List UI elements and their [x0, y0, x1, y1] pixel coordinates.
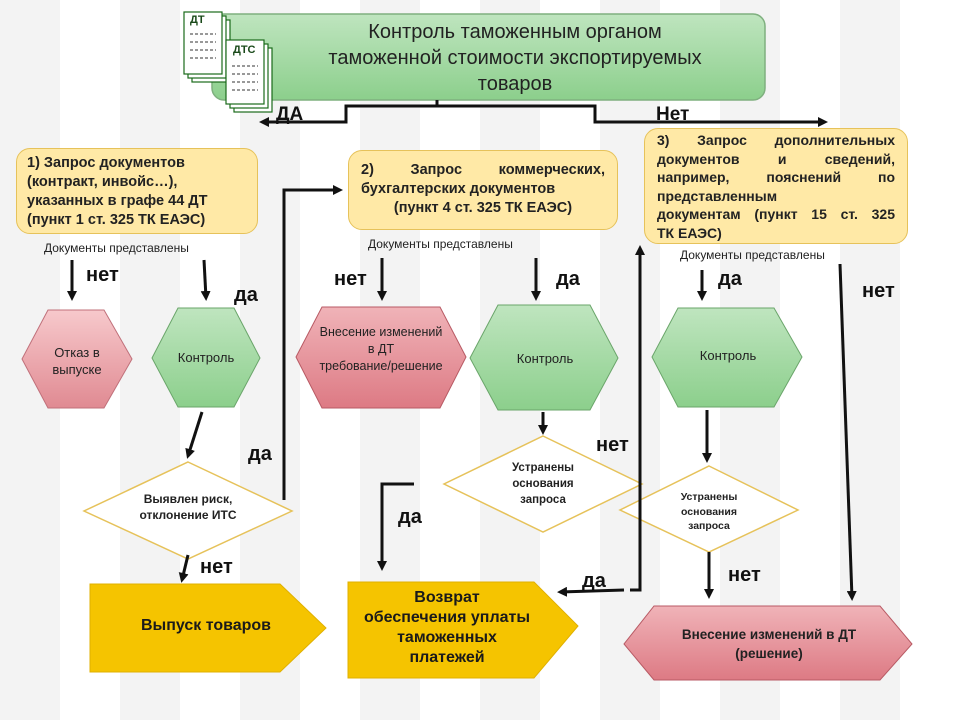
- refund-text: Возврат обеспечения уплаты таможенных пл…: [344, 588, 550, 668]
- branch-yes-label: ДА: [276, 104, 304, 125]
- change-dt-line-2: в ДТ: [367, 342, 395, 356]
- risk-line-2: отклонение ИТС: [139, 508, 237, 522]
- arrow-r1-yes: [200, 259, 211, 301]
- change-final-line-2: (решение): [735, 646, 803, 661]
- arrow-risk-release: [178, 554, 190, 583]
- refuse-line-1: Отказ в: [54, 345, 100, 360]
- refund-line-4: платежей: [409, 649, 485, 666]
- refund-shape: [347, 581, 579, 679]
- elim2-line-3: запроса: [520, 494, 566, 506]
- control-2-text: Контроль: [516, 351, 574, 366]
- eliminated-3-text: Устранены основания запроса: [664, 490, 754, 534]
- branch-yes-connector: [259, 100, 439, 127]
- elim3-line-1: Устранены: [680, 491, 738, 503]
- elim3-line-2: основания: [681, 505, 737, 518]
- edge-label-yes-elim2: да: [398, 506, 422, 528]
- refund-line-3: таможенных: [397, 629, 497, 646]
- r3-line-2: документов и сведений,: [657, 150, 895, 167]
- edge-label-no-elim2: нет: [596, 434, 629, 456]
- branch-no-connector: [437, 104, 828, 127]
- dt-icon-label: ДТ: [190, 14, 205, 26]
- edge-label-no-2: нет: [334, 268, 367, 290]
- edge-label-yes-3: да: [718, 268, 742, 290]
- r1-line-1: 1) Запрос документов: [27, 155, 185, 171]
- r2-line-1: 2) Запрос коммерческих,: [361, 162, 605, 178]
- change-final-line-1: Внесение изменений в ДТ: [681, 627, 857, 642]
- r2-line-3: (пункт 4 ст. 325 ТК ЕАЭС): [393, 200, 573, 216]
- r2-line-2: бухгалтерских документов: [361, 181, 556, 197]
- refuse-release-hexagon: [21, 309, 133, 409]
- document-stack-icon: [183, 11, 273, 113]
- edge-label-yes-risk: да: [248, 443, 272, 465]
- elim3-line-3: запроса: [688, 520, 730, 532]
- control-2-hexagon: [469, 304, 619, 411]
- eliminated-2-text: Устранены основания запроса: [493, 460, 593, 508]
- change-dt-line-1: Внесение изменений: [319, 325, 443, 339]
- arrow-elim2-yes-refund: [377, 482, 414, 571]
- branch-no-label: Нет: [656, 104, 690, 125]
- control-1-text: Контроль: [177, 350, 235, 365]
- r3-line-1: 3) Запрос дополнительных: [657, 132, 895, 148]
- r3-line-4: представленным: [657, 187, 778, 204]
- r3-line-6: ТК ЕАЭС): [657, 224, 722, 241]
- release-goods-shape: [89, 583, 327, 673]
- docs-presented-3: Документы представлены: [680, 248, 825, 262]
- arrow-elim2-no-to-r3: [630, 245, 645, 592]
- arrow-control1-risk: [185, 411, 204, 459]
- elim2-line-2: основания: [512, 478, 574, 490]
- edge-label-no-1: нет: [86, 264, 119, 286]
- refuse-text: Отказ в выпуске: [30, 344, 124, 378]
- request-3-box: 3) Запрос дополнительных документов и св…: [644, 128, 908, 244]
- control-3-hexagon: [651, 307, 803, 408]
- change-final-shape: [623, 605, 913, 681]
- change-dt-hexagon: [295, 306, 467, 409]
- request-1-box: 1) Запрос документов (контракт, инвойс…)…: [16, 148, 258, 234]
- r1-line-3: указанных в графе 44 ДТ: [27, 193, 208, 209]
- change-final-text: Внесение изменений в ДТ (решение): [644, 625, 894, 663]
- change-dt-text: Внесение изменений в ДТ требование/решен…: [298, 324, 464, 375]
- risk-text: Выявлен риск, отклонение ИТС: [118, 491, 258, 523]
- r1-line-4: (пункт 1 ст. 325 ТК ЕАЭС): [27, 212, 206, 228]
- refuse-line-2: выпуске: [52, 362, 102, 377]
- page-title: Контроль таможенным органом таможенной с…: [262, 19, 768, 97]
- r3-line-3: например, пояснений по: [657, 169, 895, 185]
- refund-line-1: Возврат: [414, 589, 480, 606]
- edge-label-no-risk: нет: [200, 556, 233, 578]
- dts-icon-label: ДТС: [233, 44, 256, 56]
- edge-label-yes-1: да: [234, 284, 258, 306]
- edge-label-yes-2: да: [556, 268, 580, 290]
- refund-line-2: обеспечения уплаты: [364, 609, 530, 626]
- control-1-hexagon: [151, 307, 261, 408]
- change-dt-line-3: требование/решение: [319, 359, 443, 373]
- docs-presented-2: Документы представлены: [368, 237, 513, 251]
- request-2-box: 2) Запрос коммерческих, бухгалтерских до…: [348, 150, 618, 230]
- docs-presented-1: Документы представлены: [44, 241, 189, 255]
- edge-label-no-elim3: нет: [728, 564, 761, 586]
- r3-line-5: документам (пункт 15 ст. 325: [657, 206, 895, 222]
- release-goods-text: Выпуск товаров: [140, 617, 272, 634]
- control-3-text: Контроль: [699, 348, 757, 363]
- title-line-2: таможенной стоимости экспортируемых: [328, 47, 702, 69]
- arrow-elim3-yes-refund: [557, 586, 625, 597]
- eliminated-2-diamond: [442, 435, 644, 533]
- risk-line-1: Выявлен риск,: [143, 492, 233, 506]
- elim2-line-1: Устранены: [512, 462, 574, 474]
- r1-line-2: (контракт, инвойс…),: [27, 174, 178, 190]
- edge-label-no-3: нет: [862, 280, 895, 302]
- title-line-1: Контроль таможенным органом: [368, 21, 662, 43]
- arrow-r3-no-final: [838, 263, 857, 601]
- arrow-risk-yes-to-r2: [282, 185, 343, 500]
- title-line-3: товаров: [477, 73, 553, 95]
- edge-label-yes-elim3: да: [582, 570, 606, 592]
